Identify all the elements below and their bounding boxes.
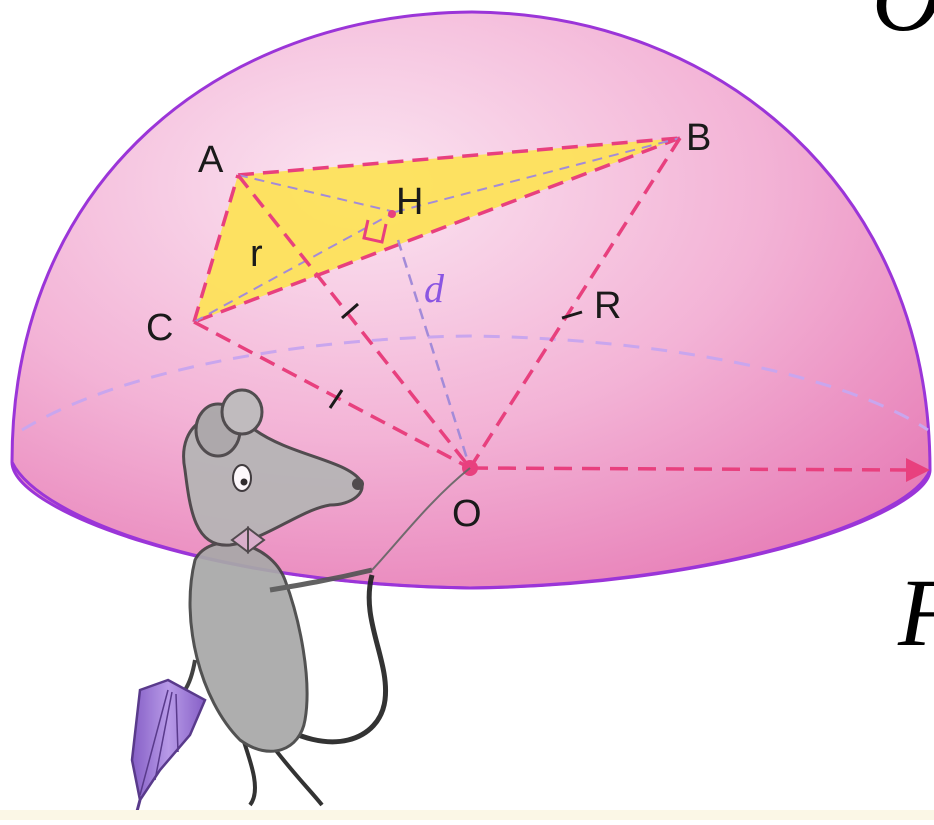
umbrella-rib-2	[154, 691, 173, 781]
segment-ah	[237, 174, 396, 213]
mouse-string	[371, 467, 471, 571]
segment-bc	[193, 136, 681, 324]
mouse-tail	[268, 574, 389, 745]
edge-glyph-top: O	[872, 0, 934, 51]
triangle-abc	[192, 136, 681, 324]
label-c: C	[146, 307, 173, 349]
radii-to-center	[193, 137, 930, 482]
point-h-dot	[388, 210, 396, 218]
mouse-arm	[269, 567, 373, 593]
tick-bo	[561, 310, 583, 320]
mouse-pupil	[240, 478, 248, 486]
mouse-bowtie	[230, 526, 266, 554]
arrowhead-icon	[906, 458, 930, 482]
umbrella-rib-1	[139, 689, 169, 796]
segment-o-edge	[469, 466, 913, 472]
mouse-eye	[232, 464, 252, 492]
edge-glyph-bottom: F	[897, 559, 934, 666]
label-big-r: R	[594, 285, 621, 327]
segment-ho-d	[396, 239, 472, 469]
mouse-nose	[352, 478, 364, 490]
label-d: d	[424, 266, 445, 311]
label-r: r	[250, 233, 263, 275]
umbrella-icon	[130, 678, 207, 804]
segment-bo	[468, 137, 682, 469]
mouse-body	[188, 541, 309, 753]
umbrella-rib-3	[175, 693, 179, 753]
bottom-strip	[0, 810, 934, 820]
segment-hb	[394, 137, 681, 213]
right-angle-marker	[362, 219, 388, 244]
segment-ca	[192, 174, 240, 323]
segment-ch	[193, 211, 396, 323]
segment-ao	[236, 173, 472, 470]
segment-co	[193, 320, 471, 470]
base-front-edge	[10, 461, 932, 590]
mouse-ear-front	[220, 388, 264, 436]
mouse-illustration	[130, 388, 471, 816]
label-h: H	[396, 181, 423, 223]
tick-co	[328, 389, 344, 409]
equator-dashed	[21, 334, 929, 432]
label-a: A	[198, 139, 224, 181]
label-b: B	[686, 117, 711, 159]
tick-ao	[341, 302, 359, 320]
label-o: O	[452, 493, 482, 535]
